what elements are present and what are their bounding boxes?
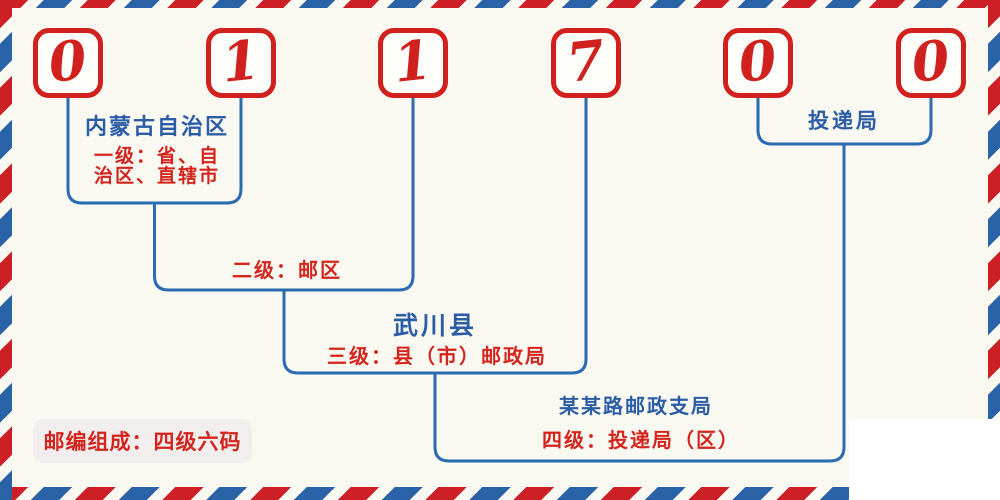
level1-province-name: 内蒙古自治区 (84, 114, 230, 140)
digit-box-3: 1 (378, 27, 448, 98)
level3-description: 三级：县（市）邮政局 (327, 344, 547, 368)
digit-box-6: 0 (896, 27, 966, 98)
digit-box-4: 7 (551, 27, 621, 98)
bottom-right-white-patch (849, 419, 1000, 500)
airmail-border-bottom (0, 487, 1000, 500)
digit-6: 0 (908, 27, 953, 95)
level2-description: 二级：邮区 (232, 258, 342, 282)
digit-box-2: 1 (206, 27, 276, 98)
delivery-office-label: 投递局 (808, 108, 880, 133)
digit-box-5: 0 (723, 27, 793, 98)
level3-county-name: 武川县 (392, 311, 478, 340)
airmail-border-top (0, 0, 1000, 8)
postal-code-composition-label: 邮编组成：四级六码 (43, 430, 242, 454)
level4-branch-name: 某某路邮政支局 (559, 394, 713, 418)
level1-description-line2: 治区、直辖市 (93, 165, 221, 187)
digit-5: 0 (735, 27, 780, 95)
postal-code-composition-badge: 邮编组成：四级六码 (33, 419, 252, 463)
level4-bracket-line (433, 144, 846, 463)
digit-1: 0 (45, 27, 90, 95)
level1-description: 一级：省、自 治区、直辖市 (94, 146, 220, 186)
airmail-border-left (0, 0, 12, 500)
digit-4: 7 (563, 27, 608, 95)
digit-box-1: 0 (33, 27, 103, 98)
digit-3: 1 (390, 27, 435, 95)
airmail-border-right (988, 0, 1000, 500)
delivery-bracket-line (756, 97, 933, 146)
level1-description-line1: 一级：省、自 (93, 145, 221, 167)
digit-2: 1 (218, 27, 263, 95)
level4-description: 四级：投递局（区） (542, 428, 740, 452)
